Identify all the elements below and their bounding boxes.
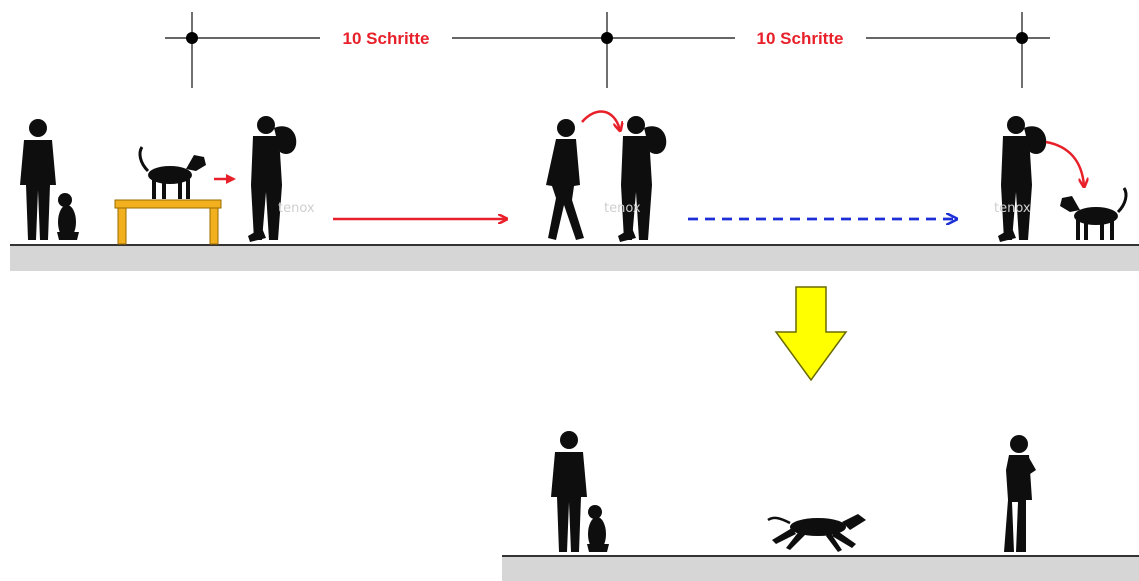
- running-dog-icon: [767, 514, 866, 552]
- standing-person-icon: [1004, 435, 1036, 552]
- curved-red-arrow-2: [1045, 140, 1084, 186]
- measure-point-2: [601, 32, 613, 44]
- big-down-arrow: [774, 286, 848, 382]
- distance-label-1: 10 Schritte: [343, 29, 430, 48]
- watermark: tenox: [278, 201, 315, 216]
- measure-point-3: [1016, 32, 1028, 44]
- watermark: tenox: [604, 201, 641, 216]
- ground-bottom: [502, 556, 1139, 581]
- table-icon: [114, 199, 222, 245]
- watermark: tenox: [994, 201, 1031, 216]
- person-walking-icon: [546, 119, 584, 240]
- distance-label-2: 10 Schritte: [757, 29, 844, 48]
- curved-red-arrow-1: [581, 110, 620, 130]
- helper-with-dog-icon: [248, 116, 297, 242]
- handler-with-dog-icon: [20, 119, 79, 240]
- measurement-line: [165, 12, 1050, 88]
- helper-with-dog-icon: [998, 116, 1047, 242]
- dog-on-table-icon: [138, 145, 208, 201]
- measure-point-1: [186, 32, 198, 44]
- ground-top: [10, 245, 1139, 271]
- helper-with-dog-icon: [618, 116, 667, 242]
- handler-with-dog-icon: [551, 431, 609, 552]
- dog-icon: [1058, 186, 1128, 242]
